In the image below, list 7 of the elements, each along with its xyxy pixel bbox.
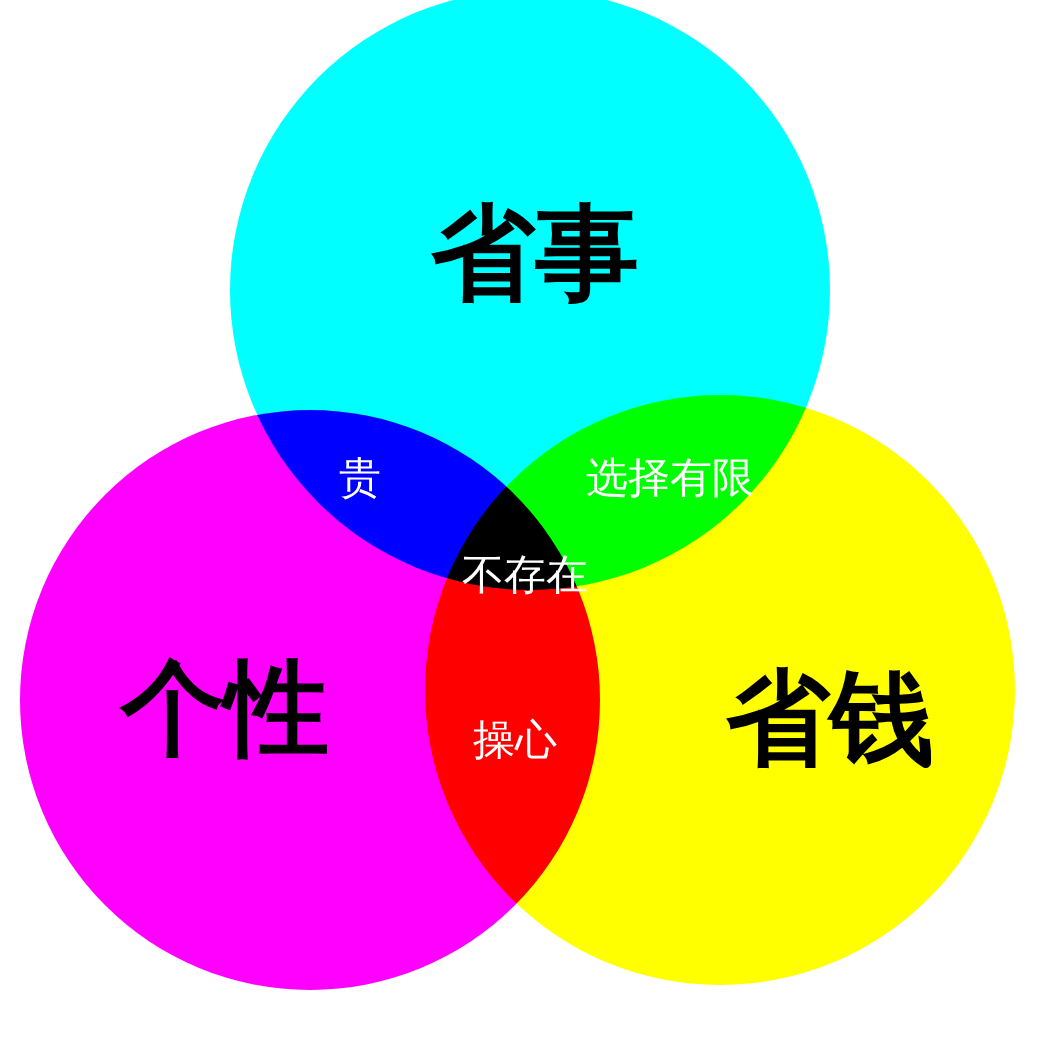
overlap-label: 选择有限 (586, 452, 754, 504)
overlap-label: 操心 (473, 714, 557, 766)
overlap-label: 贵 (339, 452, 381, 504)
circle-title: 省事 (431, 191, 639, 316)
circle-title: 省钱 (726, 656, 934, 781)
venn-circle (425, 395, 1015, 985)
circle-title: 个性 (121, 646, 329, 771)
